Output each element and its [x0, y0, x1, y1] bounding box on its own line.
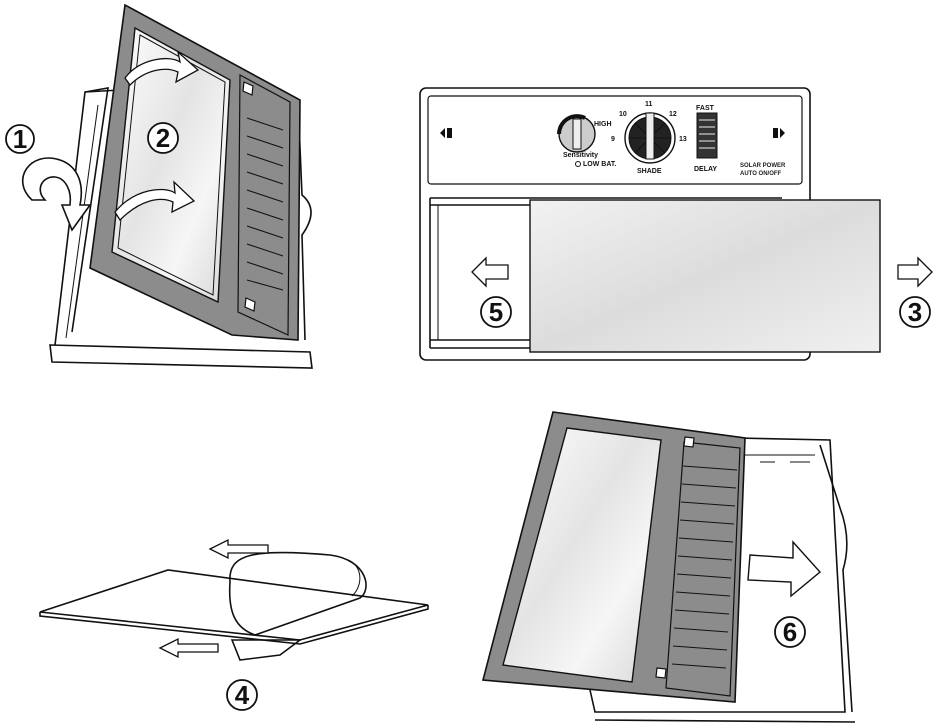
lock-tab-icon	[773, 128, 785, 138]
control-strip	[237, 73, 291, 336]
viewing-glass	[111, 26, 231, 304]
svg-text:SOLAR POWER: SOLAR POWER	[740, 163, 786, 169]
svg-text:1: 1	[13, 124, 27, 154]
svg-text:AUTO ON/OFF: AUTO ON/OFF	[740, 171, 782, 177]
step-5-label: 5	[480, 296, 512, 328]
svg-text:11: 11	[645, 101, 653, 108]
svg-text:LOW BAT.: LOW BAT.	[583, 161, 616, 168]
lock-tab-icon	[242, 81, 254, 96]
outline-arrow-icon	[471, 256, 509, 288]
lock-tab-icon	[655, 667, 667, 679]
step-3-label: 3	[899, 296, 931, 328]
step-4-illustration: 4	[39, 538, 429, 711]
svg-text:12: 12	[669, 111, 677, 118]
outline-arrow-icon	[208, 538, 269, 560]
outline-arrow-icon	[897, 256, 933, 288]
svg-text:3: 3	[908, 297, 922, 327]
curved-arrow-icon	[114, 180, 196, 222]
curved-arrow-icon	[124, 50, 200, 87]
control-strip	[665, 441, 741, 697]
lock-tab-icon	[683, 436, 695, 448]
step-3-5-illustration: HIGH Sensitivity LOW BAT. 11 10 12 9 13 …	[419, 87, 933, 361]
step-1-2-illustration: 1 2	[5, 3, 313, 369]
sliding-glass	[529, 199, 881, 353]
lock-tab-icon	[244, 297, 256, 312]
svg-text:6: 6	[783, 617, 797, 647]
step-6-illustration: 6	[481, 411, 856, 723]
delay-switch[interactable]	[696, 112, 718, 159]
viewing-glass	[502, 427, 662, 683]
svg-text:4: 4	[235, 680, 250, 710]
svg-text:DELAY: DELAY	[694, 166, 717, 173]
outline-arrow-icon	[747, 540, 822, 598]
svg-text:10: 10	[619, 111, 627, 118]
svg-text:FAST: FAST	[696, 105, 715, 112]
sensitivity-knob[interactable]	[557, 114, 596, 153]
svg-text:HIGH: HIGH	[594, 121, 612, 128]
svg-text:13: 13	[679, 136, 687, 143]
shade-dial[interactable]	[624, 112, 676, 164]
svg-text:SHADE: SHADE	[637, 168, 662, 175]
step-6-label: 6	[774, 616, 806, 648]
svg-text:2: 2	[156, 123, 170, 153]
svg-text:5: 5	[489, 297, 503, 327]
outline-arrow-icon	[158, 637, 219, 659]
step-4-label: 4	[226, 679, 258, 711]
svg-text:Sensitivity: Sensitivity	[563, 152, 598, 159]
svg-text:9: 9	[611, 136, 615, 143]
step-2-label: 2	[147, 122, 179, 154]
rotate-arrow-icon	[21, 157, 92, 232]
step-1-label: 1	[5, 124, 35, 154]
lock-tab-icon	[440, 128, 452, 138]
